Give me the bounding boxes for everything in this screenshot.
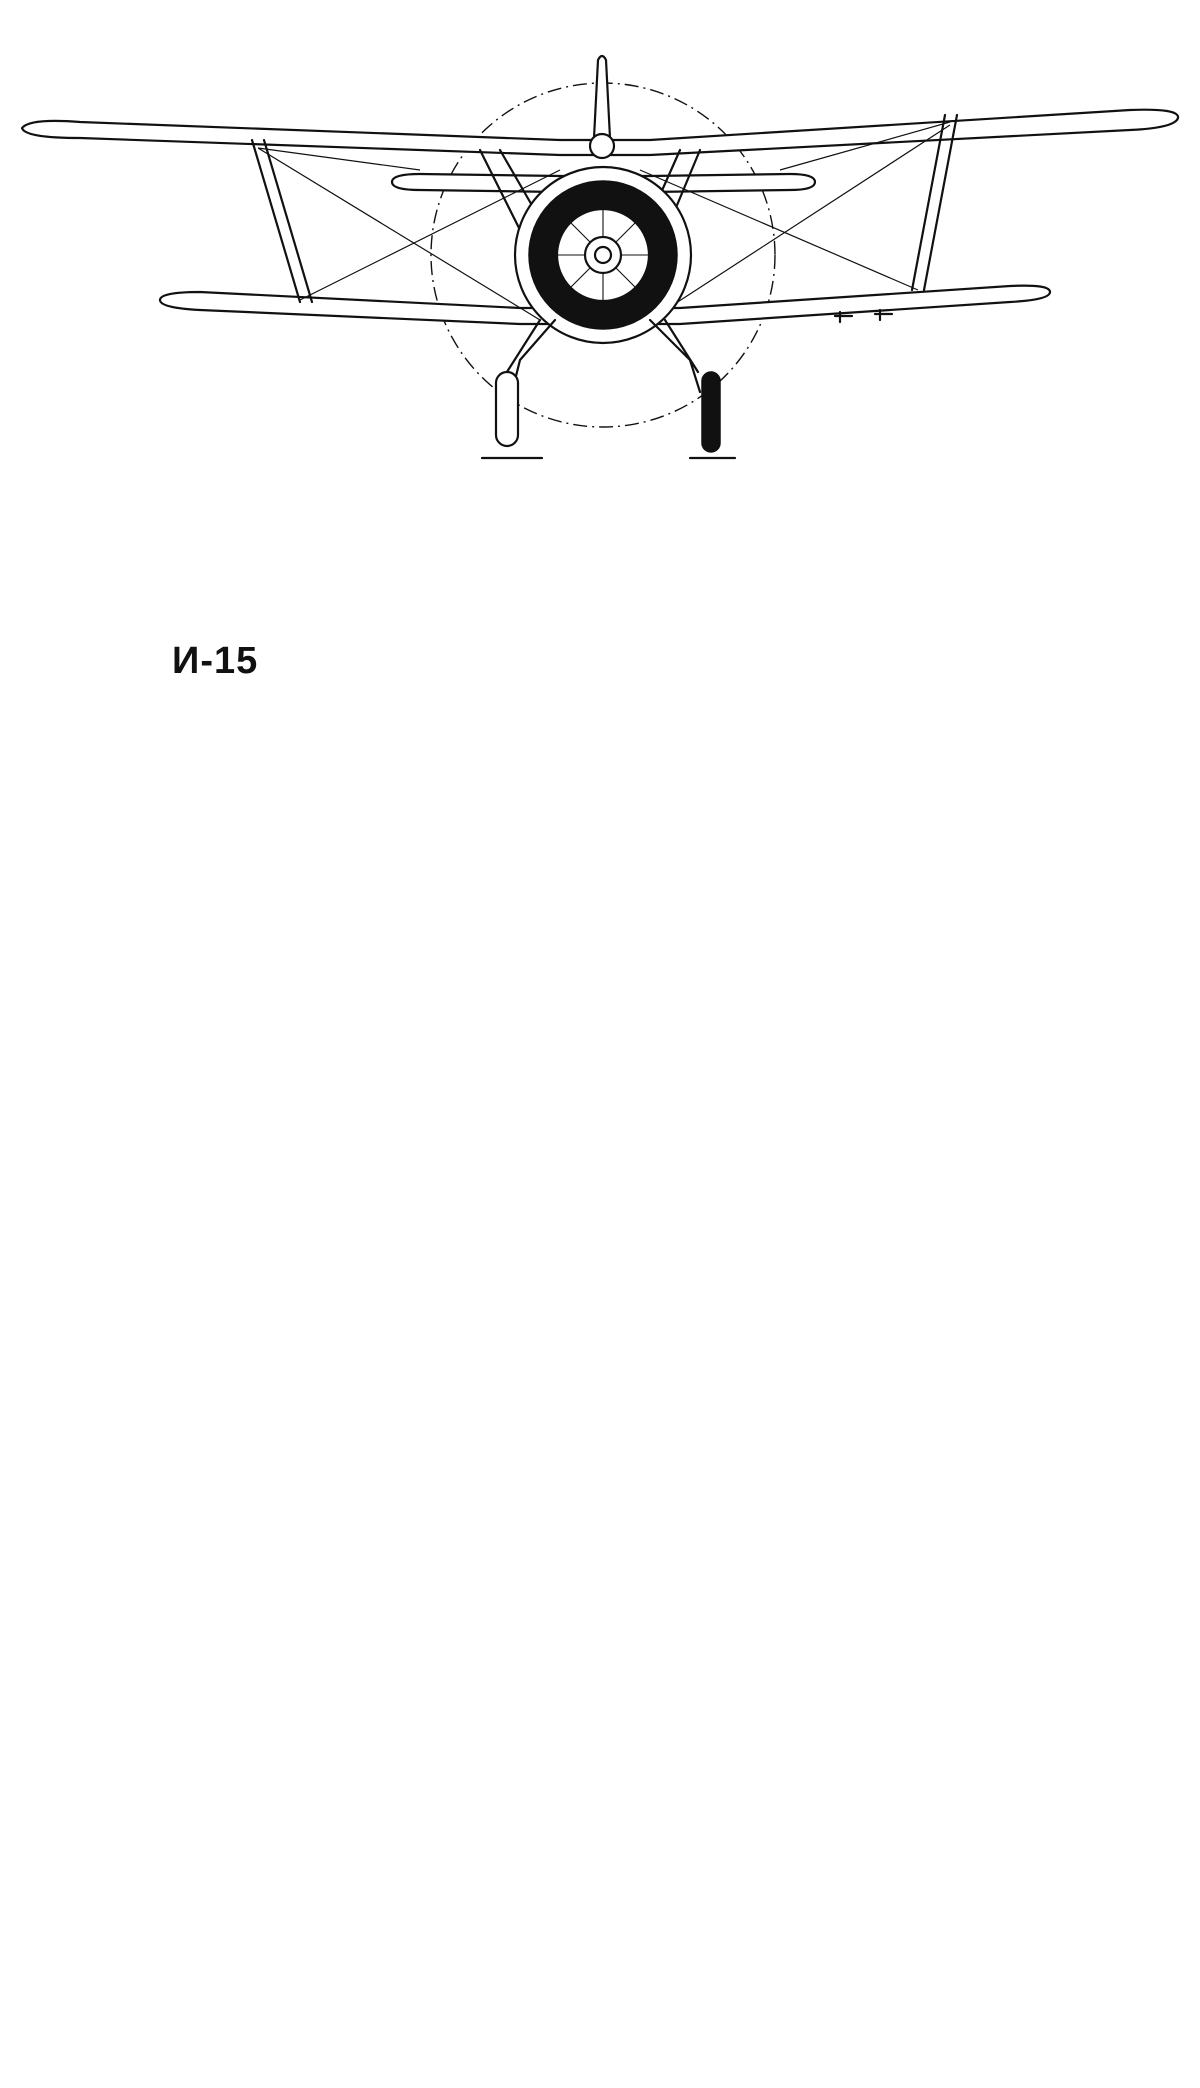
fin-front — [592, 54, 612, 140]
wheel-left — [494, 370, 520, 448]
bomb-racks — [833, 308, 894, 324]
wheel-right — [701, 371, 721, 453]
aircraft-designation: И-15 — [172, 640, 259, 682]
interplane-strut-left — [250, 138, 314, 304]
front-view — [20, 54, 1180, 460]
upper-wing — [20, 108, 1180, 157]
pilot-head-front — [588, 132, 616, 160]
lower-wing — [158, 284, 1052, 326]
gear-leg-right — [648, 318, 702, 394]
interplane-strut-right — [910, 113, 959, 292]
flying-wires — [257, 121, 951, 321]
